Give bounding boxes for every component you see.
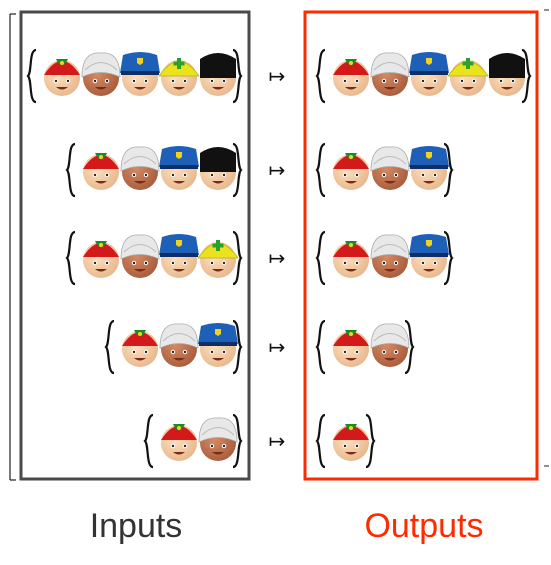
- turban-face-icon: [159, 323, 199, 367]
- turban-face-icon: [120, 234, 160, 278]
- red-cap-face-icon: [333, 424, 369, 461]
- maps-to-arrow: ↦: [269, 335, 286, 359]
- maps-to-arrow: ↦: [269, 246, 286, 270]
- police-face-icon: [409, 146, 449, 190]
- guard-face-icon: [200, 147, 236, 190]
- input-open-brace: [26, 48, 37, 104]
- police-face-icon: [198, 323, 238, 367]
- output-close-brace: [365, 413, 376, 469]
- input-open-brace: [104, 319, 115, 375]
- rescue-helmet-face-icon: [447, 58, 489, 96]
- maps-to-arrow: ↦: [269, 429, 286, 453]
- input-close-brace: [232, 413, 243, 469]
- input-close-brace: [232, 48, 243, 104]
- guard-face-icon: [200, 53, 236, 96]
- inputs-label: Inputs: [89, 507, 183, 545]
- output-close-brace: [521, 48, 532, 104]
- outputs-box: [303, 10, 539, 481]
- red-cap-face-icon: [333, 153, 369, 190]
- input-close-brace: [232, 142, 243, 198]
- red-cap-face-icon: [44, 59, 80, 96]
- outer-bracket: [9, 9, 549, 481]
- turban-face-icon: [198, 417, 238, 461]
- inputs-box: [19, 10, 251, 481]
- turban-face-icon: [370, 323, 410, 367]
- police-face-icon: [120, 52, 160, 96]
- input-open-brace: [65, 142, 76, 198]
- output-close-brace: [404, 319, 415, 375]
- input-close-brace: [232, 319, 243, 375]
- red-cap-face-icon: [333, 330, 369, 367]
- output-open-brace: [315, 142, 326, 198]
- red-cap-face-icon: [122, 330, 158, 367]
- police-face-icon: [159, 234, 199, 278]
- rescue-helmet-face-icon: [158, 58, 200, 96]
- turban-face-icon: [370, 146, 410, 190]
- turban-face-icon: [370, 52, 410, 96]
- red-cap-face-icon: [83, 241, 119, 278]
- output-open-brace: [315, 413, 326, 469]
- turban-face-icon: [81, 52, 121, 96]
- red-cap-face-icon: [333, 241, 369, 278]
- maps-to-arrow: ↦: [269, 158, 286, 182]
- turban-face-icon: [370, 234, 410, 278]
- output-close-brace: [443, 230, 454, 286]
- input-close-brace: [232, 230, 243, 286]
- output-open-brace: [315, 319, 326, 375]
- outputs-label: Outputs: [364, 507, 484, 545]
- police-face-icon: [409, 52, 449, 96]
- output-open-brace: [315, 48, 326, 104]
- output-open-brace: [315, 230, 326, 286]
- input-open-brace: [143, 413, 154, 469]
- input-open-brace: [65, 230, 76, 286]
- red-cap-face-icon: [333, 59, 369, 96]
- rescue-helmet-face-icon: [197, 240, 239, 278]
- maps-to-arrow: ↦: [269, 64, 286, 88]
- red-cap-face-icon: [161, 424, 197, 461]
- police-face-icon: [409, 234, 449, 278]
- red-cap-face-icon: [83, 153, 119, 190]
- police-face-icon: [159, 146, 199, 190]
- output-close-brace: [443, 142, 454, 198]
- guard-face-icon: [489, 53, 525, 96]
- turban-face-icon: [120, 146, 160, 190]
